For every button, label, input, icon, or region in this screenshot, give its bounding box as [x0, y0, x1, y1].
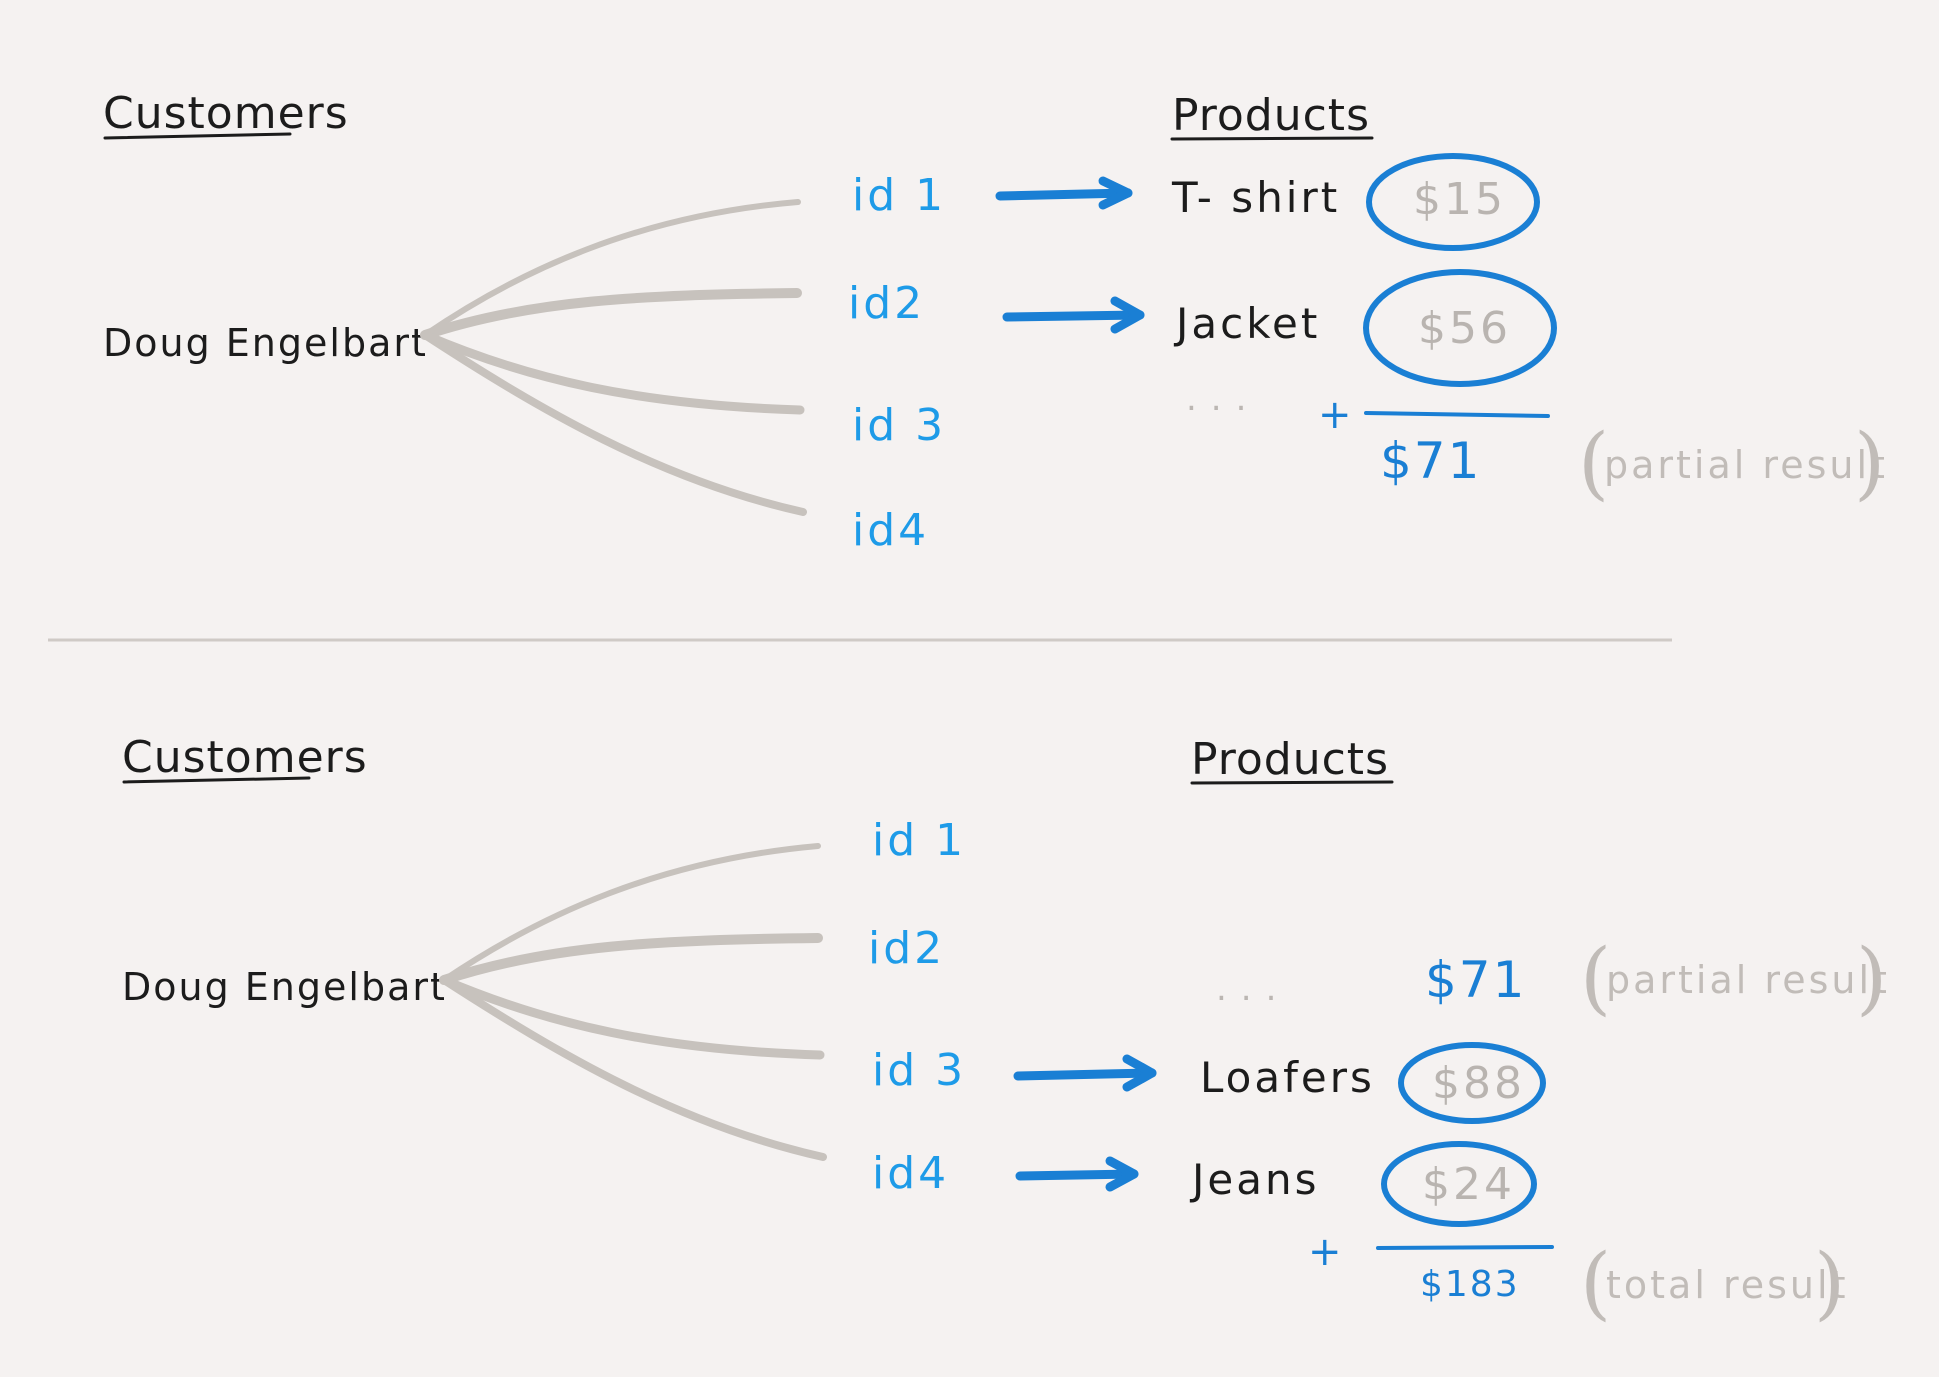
products-header: Products	[1172, 90, 1370, 141]
more-items-ellipsis: ...	[1216, 969, 1290, 1009]
id-label-2: id2	[848, 278, 925, 329]
sum-line	[1364, 411, 1550, 418]
right-arrow-icon	[1002, 296, 1145, 334]
product-name: Loafers	[1200, 1053, 1375, 1102]
product-price: $15	[1413, 174, 1506, 225]
note-close-paren: )	[1856, 931, 1887, 1024]
product-price: $88	[1432, 1058, 1525, 1109]
right-arrow-icon	[1013, 1054, 1157, 1092]
customer-name: Doug Engelbart	[122, 965, 447, 1009]
right-arrow-icon	[995, 176, 1133, 210]
customers-header-underline	[103, 132, 292, 140]
note-close-paren: )	[1854, 416, 1885, 509]
branch-line-id3	[439, 975, 825, 1060]
id-label-2: id2	[868, 923, 945, 974]
id-label-3: id 3	[872, 1045, 966, 1096]
product-name: Jacket	[1173, 299, 1320, 348]
note-open-paren: (	[1580, 931, 1611, 1024]
id-label-1: id 1	[872, 815, 966, 866]
sum-note: partial result	[1604, 443, 1888, 487]
note-open-paren: (	[1578, 416, 1609, 509]
branch-line-id4	[440, 976, 827, 1161]
branch-line-id2	[439, 933, 823, 985]
carried-sum-value: $71	[1425, 951, 1526, 1009]
sum-value: $71	[1380, 432, 1481, 490]
products-header-underline	[1170, 136, 1374, 141]
right-arrow-icon	[1015, 1156, 1139, 1192]
product-name: Jeans	[1189, 1155, 1319, 1204]
branch-line-id1	[441, 843, 821, 983]
branch-line-id2	[420, 288, 802, 340]
price-circle	[1366, 153, 1540, 251]
customers-header: Customers	[122, 732, 368, 783]
price-circle	[1363, 269, 1557, 387]
note-close-paren: )	[1814, 1236, 1845, 1329]
sum-value: $183	[1420, 1264, 1520, 1305]
note-open-paren: (	[1580, 1236, 1611, 1329]
price-circle	[1398, 1042, 1546, 1124]
branch-line-id1	[422, 199, 801, 338]
product-price: $56	[1418, 303, 1511, 354]
products-header-underline	[1190, 780, 1394, 785]
sum-note: total result	[1606, 1263, 1848, 1307]
id-label-3: id 3	[852, 400, 946, 451]
plus-sign: +	[1308, 1229, 1342, 1275]
products-header: Products	[1191, 734, 1389, 785]
customers-header: Customers	[103, 88, 349, 139]
id-label-4: id4	[852, 505, 929, 556]
id-label-1: id 1	[852, 170, 946, 221]
carried-note: partial result	[1606, 958, 1890, 1002]
branch-line-id3	[420, 330, 805, 415]
product-name: T- shirt	[1171, 173, 1340, 222]
customer-name: Doug Engelbart	[103, 321, 428, 365]
more-items-ellipsis: ...	[1186, 379, 1260, 419]
customers-header-underline	[122, 776, 311, 784]
id-label-4: id4	[872, 1148, 949, 1199]
plus-sign: +	[1318, 392, 1352, 438]
branch-line-id4	[421, 331, 807, 516]
panel-total: Customers Products Doug Engelbart id 1 i…	[122, 732, 1890, 1329]
price-circle	[1381, 1141, 1537, 1227]
panel-partial: Customers Products Doug Engelbart id 1 i…	[103, 88, 1888, 556]
product-price: $24	[1422, 1159, 1515, 1210]
sum-line	[1376, 1245, 1554, 1250]
